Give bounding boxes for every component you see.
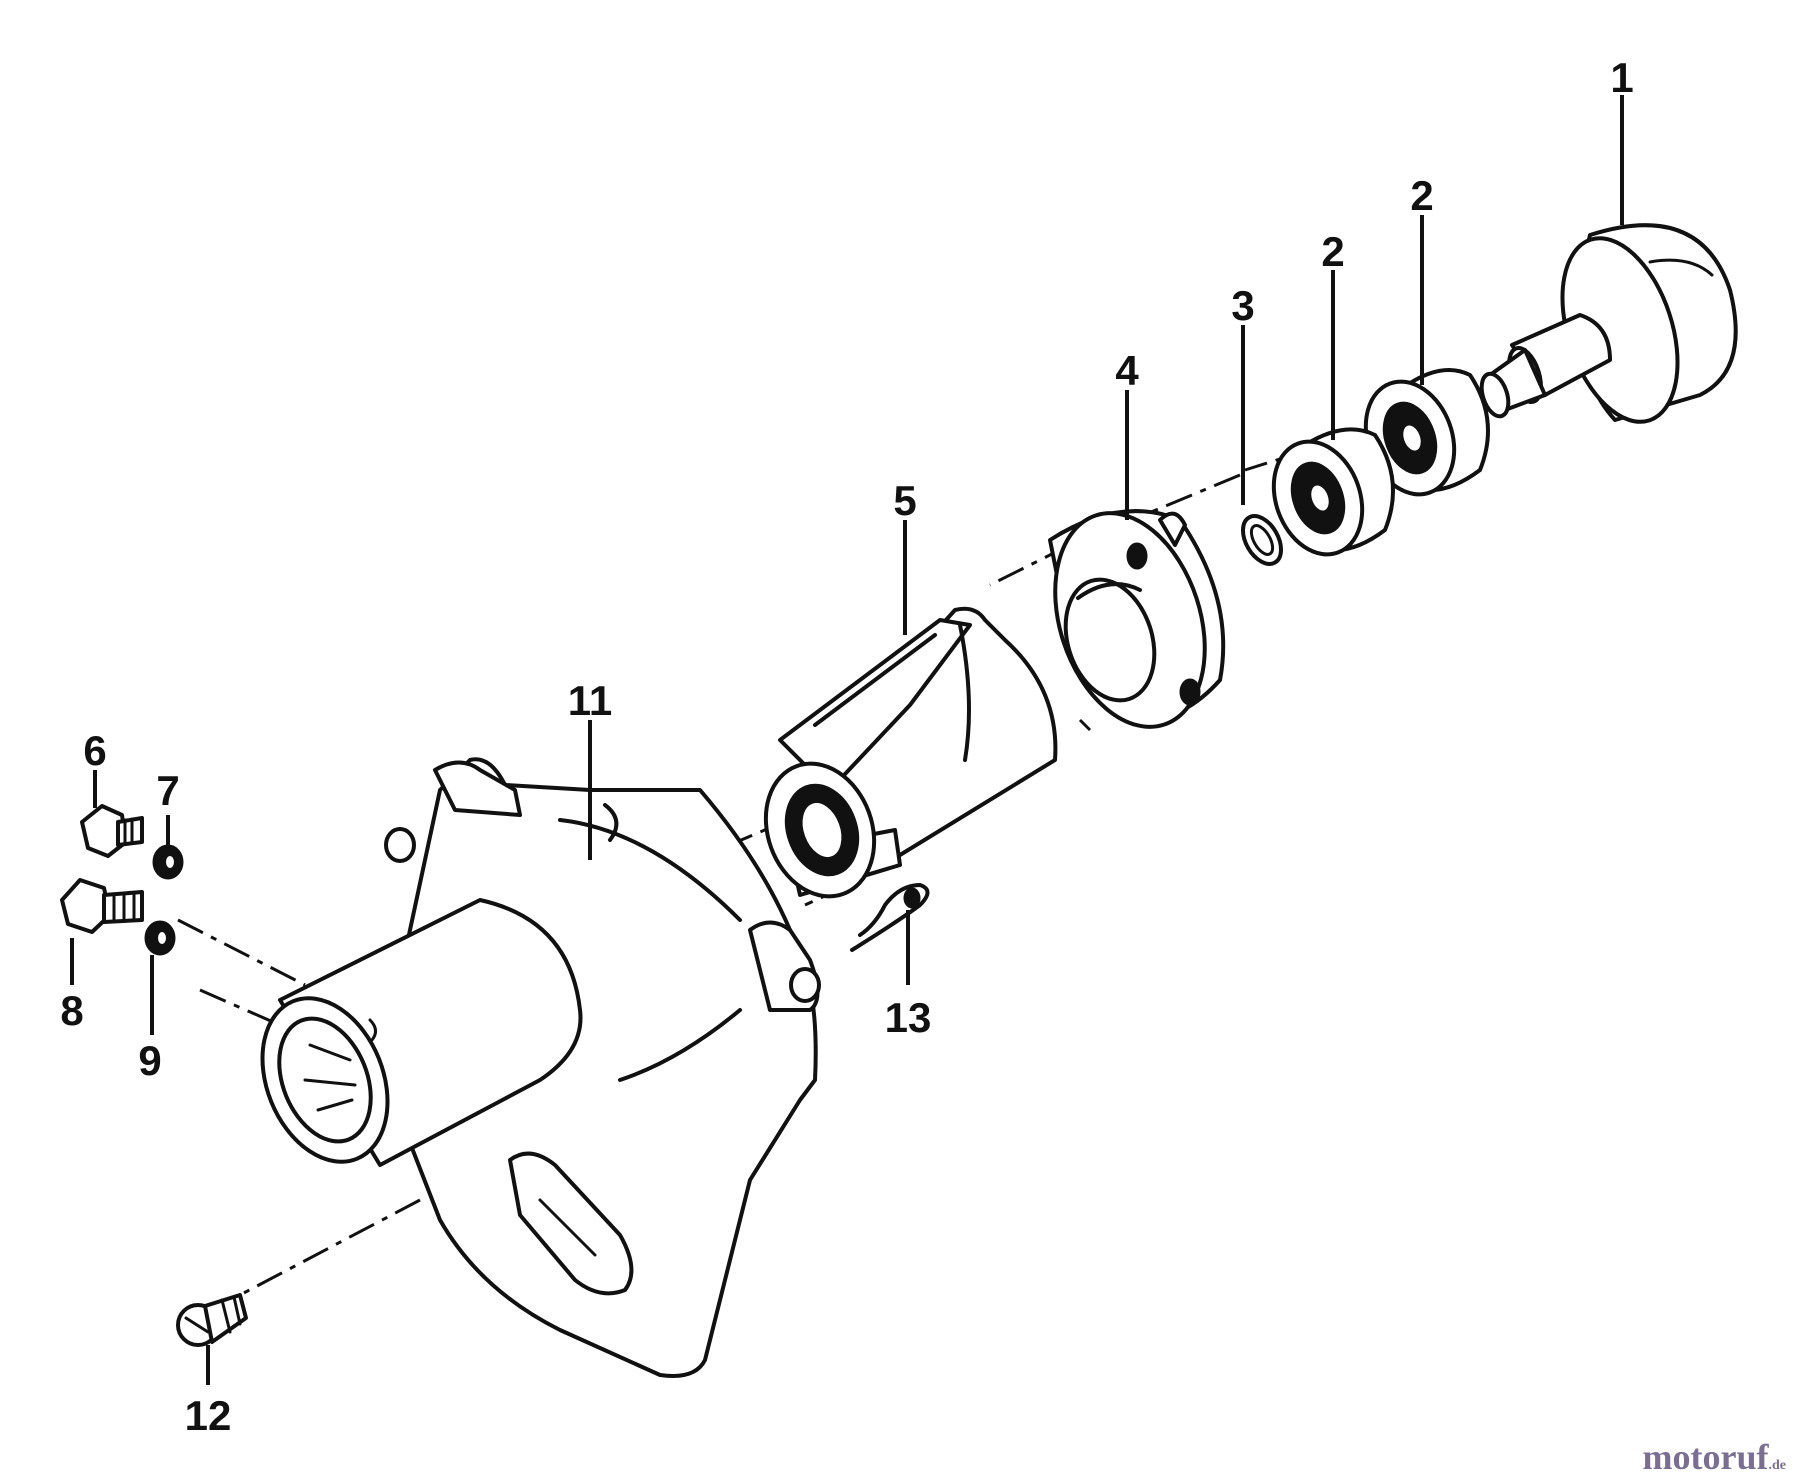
callout-part-4: 4	[1115, 347, 1139, 394]
site-watermark: motoruf.de	[1643, 1436, 1786, 1478]
part-3-snap-ring	[1241, 514, 1283, 566]
leader-lines	[70, 95, 1624, 1385]
part-2-bearing-lower	[1271, 427, 1395, 557]
callout-labels: 1 2 2 3 4 5 11 6 7 8 9 12 13	[60, 54, 1633, 1439]
callout-part-12: 12	[185, 1392, 232, 1439]
watermark-brand: motoruf	[1642, 1437, 1769, 1477]
part-9-washer	[144, 920, 176, 956]
callout-part-3: 3	[1231, 282, 1254, 329]
callout-part-8: 8	[60, 987, 83, 1034]
callout-part-7: 7	[156, 767, 179, 814]
watermark-tld: .de	[1768, 1458, 1787, 1473]
callout-part-2-upper: 2	[1410, 172, 1433, 219]
callout-part-1: 1	[1610, 54, 1633, 101]
callout-part-13: 13	[885, 994, 932, 1041]
part-6-bolt	[80, 804, 144, 858]
part-11-main-housing	[260, 757, 821, 1378]
part-12-screw	[176, 1293, 248, 1347]
part-7-washer	[152, 844, 184, 880]
callout-part-9: 9	[138, 1037, 161, 1084]
callout-part-11: 11	[568, 677, 612, 724]
callout-part-5: 5	[893, 477, 916, 524]
part-13-retaining-clip	[850, 883, 930, 952]
part-1-clutch-drum	[1479, 223, 1738, 424]
callout-part-6: 6	[83, 727, 106, 774]
part-8-bolt	[60, 878, 144, 934]
part-5-shaft-guide	[763, 606, 1058, 899]
part-4-bearing-housing	[1048, 509, 1226, 729]
callout-part-2-lower: 2	[1321, 228, 1344, 275]
